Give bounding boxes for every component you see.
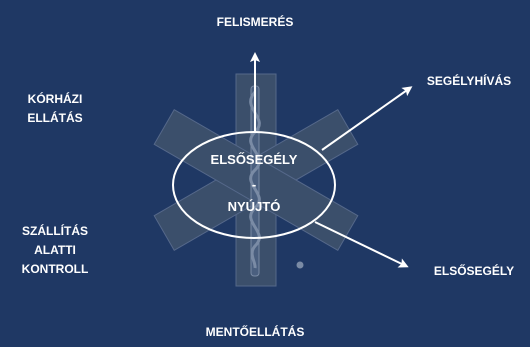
center-label-dash: -	[251, 177, 257, 192]
center-label-line1: ELSŐSEGÉLY	[210, 152, 298, 167]
label-korhazi-line2: ELLÁTÁS	[27, 111, 83, 125]
label-segelyhivas: SEGÉLYHÍVÁS	[426, 74, 512, 88]
label-elsosegely: ELSŐSEGÉLY	[433, 264, 515, 278]
label-korhazi-line1: KÓRHÁZI	[27, 92, 83, 106]
label-szallitas-line3: KONTROLL	[21, 262, 89, 276]
label-szallitas-line2: ALATTI	[34, 243, 76, 257]
label-szallitas-alatti-kontroll: SZÁLLÍTÁS ALATTI KONTROLL	[0, 222, 110, 279]
arrow-to-elsosegely	[314, 221, 409, 268]
label-felismeres: FELISMERÉS	[216, 15, 294, 29]
label-szallitas-line1: SZÁLLÍTÁS	[22, 224, 88, 238]
arrow-to-segelyhivas	[321, 86, 413, 151]
registered-mark-icon	[296, 261, 304, 269]
serpent-icon	[249, 90, 261, 269]
label-mentoellatas: MENTŐELLÁTÁS	[205, 325, 305, 339]
center-label-line3: NYÚJTÓ	[227, 199, 281, 214]
label-korhazi-ellatas: KÓRHÁZI ELLÁTÁS	[0, 90, 110, 128]
center-ellipse	[172, 131, 336, 239]
